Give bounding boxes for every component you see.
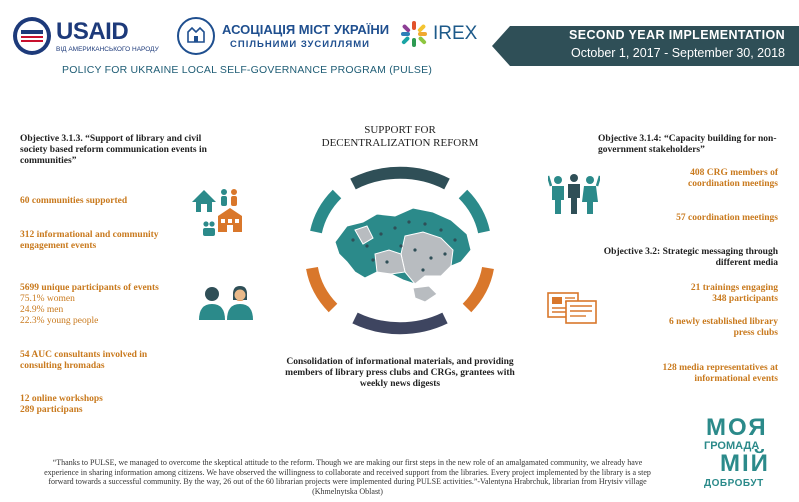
program-title: POLICY FOR UKRAINE LOCAL SELF-GOVERNANCE…: [62, 64, 433, 76]
community-buildings-icon: [192, 189, 242, 236]
right-stat-training-participants: 348 participants: [712, 294, 778, 304]
ring-arc-bottom: [352, 312, 448, 335]
reform-ring-diagram: [306, 166, 494, 335]
ring-arc-bottom-right: [462, 266, 494, 313]
ukraine-map-icon: [334, 207, 472, 303]
testimonial-quote: “Thanks to PULSE, we managed to overcome…: [44, 458, 651, 496]
left-stat-events: 312 informational and community engageme…: [20, 230, 159, 251]
brand-line2: ГРОМАДА: [704, 440, 760, 452]
irex-flower-icon: [401, 21, 427, 47]
usaid-seal-icon: [13, 17, 51, 55]
left-workshops-block: 12 online workshops 289 participans: [20, 394, 180, 416]
center-title: SUPPORT FOR DECENTRALIZATION REFORM: [300, 124, 500, 150]
left-stat-men: 24.9% men: [20, 305, 64, 315]
right-stat-crg-members: 408 CRG members of coordination meetings: [688, 168, 778, 189]
group-people-icon: [548, 174, 600, 214]
ring-arc-bottom-left: [306, 266, 338, 313]
newspaper-icon: [547, 292, 597, 324]
ring-arc-top-left: [310, 189, 342, 234]
usaid-subtitle: ВІД АМЕРИКАНСЬКОГО НАРОДУ: [56, 46, 159, 53]
right-stat-coordination: 57 coordination meetings: [676, 213, 778, 223]
usaid-name: USAID: [56, 18, 129, 45]
banner-shape: [492, 26, 799, 66]
banner-dates: October 1, 2017 - September 30, 2018: [570, 46, 785, 60]
left-participants-block: 5699 unique participants of events 75.1%…: [20, 283, 200, 327]
right-stat-trainings: 21 trainings engaging: [690, 283, 778, 293]
brand-line4: ДОБРОБУТ: [704, 478, 764, 489]
center-bottom-text: Consolidation of informational materials…: [285, 357, 515, 389]
amu-name: АСОЦІАЦІЯ МІСТ УКРАЇНИ: [222, 22, 390, 37]
left-stat-women: 75.1% women: [20, 294, 75, 304]
right-objective-messaging: Objective 3.2: Strategic messaging throu…: [603, 247, 778, 268]
right-trainings-block: 21 trainings engaging 348 participants: [640, 283, 778, 305]
banner-title: SECOND YEAR IMPLEMENTATION: [569, 28, 785, 42]
left-stat-workshops: 12 online workshops: [20, 394, 103, 404]
brand-line1: МОЯ: [706, 414, 768, 441]
implementation-banner: SECOND YEAR IMPLEMENTATION October 1, 20…: [492, 26, 799, 66]
right-stat-media: 128 media representatives at information…: [662, 363, 778, 384]
right-stat-press-clubs: 6 newly established library press clubs: [669, 317, 778, 338]
left-stat-consultants: 54 AUC consultants involved in consultin…: [20, 350, 148, 371]
brand-line3: МІЙ: [720, 450, 770, 477]
irex-name: IREX: [433, 23, 478, 44]
moya-hromada-logo: МОЯ ГРОМАДА МІЙ ДОБРОБУТ: [700, 416, 784, 496]
left-stat-workshop-participants: 289 participans: [20, 405, 83, 415]
man-woman-icon: [199, 286, 253, 320]
center-title-line1: SUPPORT FOR: [364, 124, 436, 136]
left-objective: Objective 3.1.3. “Support of library and…: [20, 134, 207, 166]
right-objective-capacity: Objective 3.1.4: “Capacity building for …: [598, 134, 777, 155]
amu-subtitle: СПІЛЬНИМИ ЗУСИЛЛЯМИ: [230, 39, 370, 50]
ring-arc-top: [350, 166, 450, 190]
center-title-line2: DECENTRALIZATION REFORM: [321, 137, 479, 149]
amu-emblem-icon: [177, 17, 215, 55]
ring-arc-top-right: [458, 189, 490, 234]
left-stat-participants: 5699 unique participants of events: [20, 283, 159, 293]
usaid-logo: USAID ВІД АМЕРИКАНСЬКОГО НАРОДУ: [12, 14, 159, 58]
irex-logo: IREX: [400, 20, 477, 50]
amu-logo: АСОЦІАЦІЯ МІСТ УКРАЇНИ СПІЛЬНИМИ ЗУСИЛЛЯ…: [176, 16, 389, 56]
left-stat-communities: 60 communities supported: [20, 196, 128, 206]
left-stat-young: 22.3% young people: [20, 316, 99, 326]
